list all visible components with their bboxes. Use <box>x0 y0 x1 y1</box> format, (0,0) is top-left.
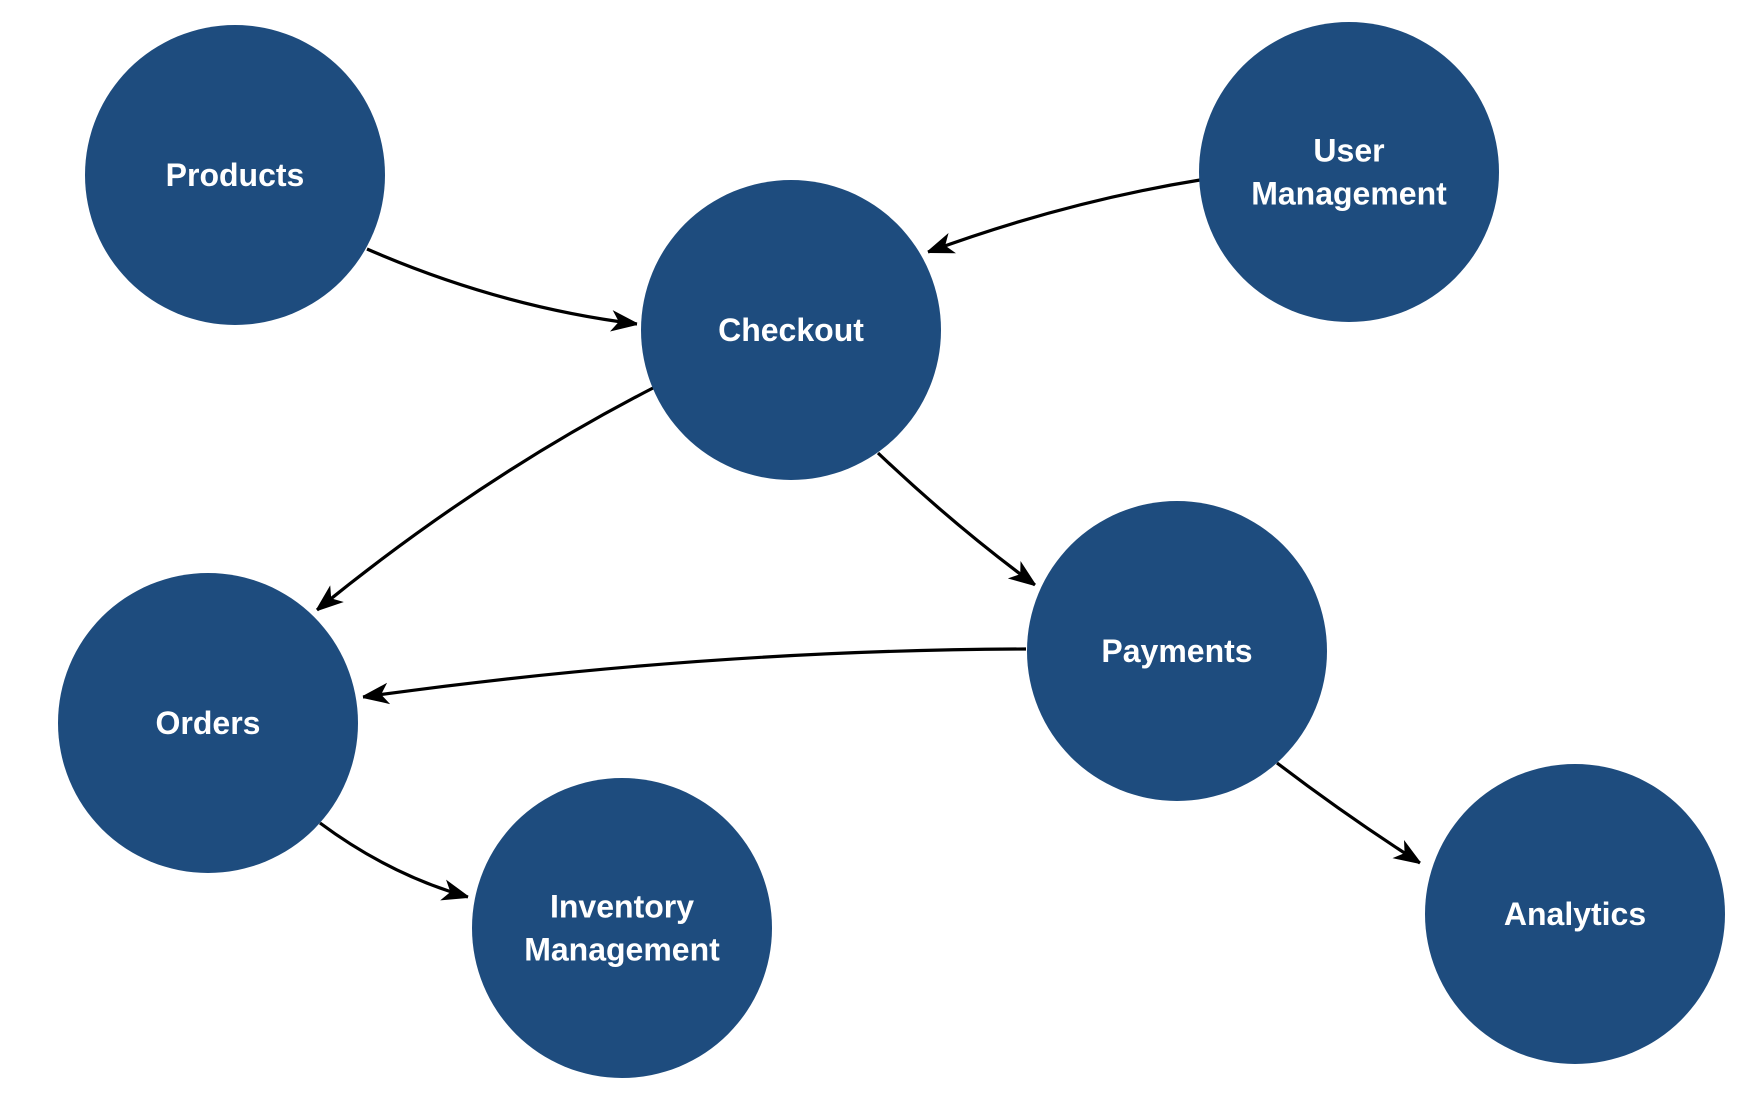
node-products: Products <box>85 25 385 325</box>
node-label-user-management-line2: Management <box>1251 176 1447 212</box>
edge-orders-to-inventory-management <box>319 821 469 901</box>
node-layer: ProductsUserManagementCheckoutPaymentsOr… <box>58 22 1725 1078</box>
node-label-analytics: Analytics <box>1504 896 1646 932</box>
node-orders: Orders <box>58 573 358 873</box>
node-circle-analytics <box>1425 764 1725 1064</box>
edge-layer <box>315 178 1421 901</box>
edge-checkout-to-orders <box>315 386 654 612</box>
edge-payments-to-orders <box>362 647 1027 705</box>
node-circle-payments <box>1027 501 1327 801</box>
node-analytics: Analytics <box>1425 764 1725 1064</box>
node-circle-products <box>85 25 385 325</box>
node-label-products: Products <box>166 157 305 193</box>
edge-user-management-to-checkout <box>927 178 1201 254</box>
node-label-inventory-management-line1: Inventory <box>550 889 694 925</box>
node-label-checkout: Checkout <box>718 312 864 348</box>
edge-checkout-to-payments <box>876 451 1036 587</box>
edge-payments-to-analytics <box>1276 761 1421 865</box>
node-label-orders: Orders <box>156 705 261 741</box>
node-circle-orders <box>58 573 358 873</box>
node-circle-checkout <box>641 180 941 480</box>
node-label-inventory-management-line2: Management <box>524 932 720 968</box>
node-circle-inventory-management <box>472 778 772 1078</box>
node-checkout: Checkout <box>641 180 941 480</box>
node-payments: Payments <box>1027 501 1327 801</box>
node-label-payments: Payments <box>1101 633 1252 669</box>
edge-products-to-checkout <box>366 247 638 332</box>
node-circle-user-management <box>1199 22 1499 322</box>
node-label-user-management-line1: User <box>1313 133 1384 169</box>
